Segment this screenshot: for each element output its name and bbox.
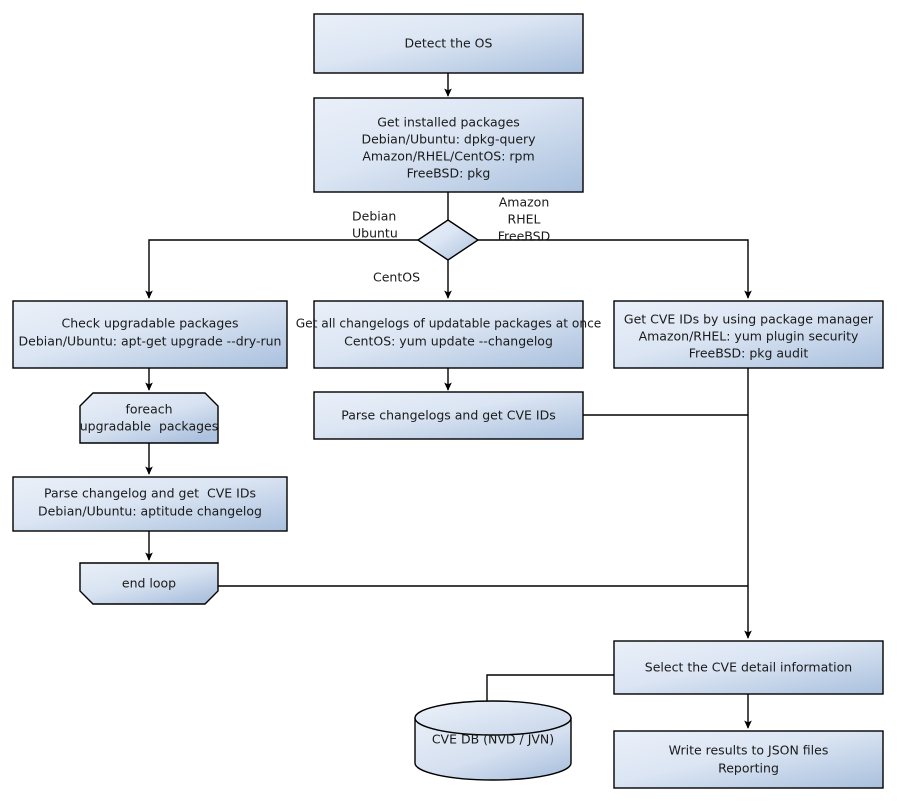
node-get-all-changelogs-label-0: Get all changelogs of updatable packages… <box>296 317 602 331</box>
node-cve-database-top[interactable] <box>414 700 572 736</box>
node-get-cve-ids-pkgmgr[interactable]: Get CVE IDs by using package manager Ama… <box>613 300 884 369</box>
node-foreach-loop-start-label-1: upgradable packages <box>80 419 219 434</box>
node-check-upgradable[interactable]: Check upgradable packages Debian/Ubuntu:… <box>12 300 288 369</box>
node-foreach-loop-start-shape[interactable] <box>79 392 219 444</box>
node-detect-os-label-0: Detect the OS <box>405 36 493 51</box>
node-cve-database[interactable]: CVE DB (NVD / JVN) <box>414 700 572 781</box>
edge-label-freebsd: FreeBSD <box>498 229 550 244</box>
node-os-decision[interactable] <box>416 219 480 261</box>
node-parse-changelog-single-label-1: Debian/Ubuntu: aptitude changelog <box>38 504 262 519</box>
node-check-upgradable-label-1: Debian/Ubuntu: apt-get upgrade --dry-run <box>19 334 282 349</box>
node-select-cve-detail[interactable]: Select the CVE detail information <box>613 640 884 695</box>
edge-decision-to-get-cve-ids <box>478 239 752 299</box>
edge-label-ubuntu: Ubuntu <box>352 226 398 241</box>
node-get-installed-packages-shape[interactable] <box>313 97 584 193</box>
node-write-results-label-1: Reporting <box>718 761 779 776</box>
edge-label-centos: CentOS <box>373 270 420 285</box>
node-cve-database-label-0: CVE DB (NVD / JVN) <box>432 732 554 747</box>
node-get-cve-ids-pkgmgr-label-1: Amazon/RHEL: yum plugin security <box>639 329 859 344</box>
node-detect-os[interactable]: Detect the OS <box>313 13 584 74</box>
node-foreach-loop-start[interactable]: foreach upgradable packages <box>79 392 219 444</box>
node-parse-changelogs-bulk[interactable]: Parse changelogs and get CVE IDs <box>313 391 584 440</box>
edge-select-cve-to-database <box>486 674 614 706</box>
edges-layer <box>145 73 752 729</box>
node-parse-changelog-single[interactable]: Parse changelog and get CVE IDs Debian/U… <box>12 476 288 532</box>
node-foreach-loop-start-label-0: foreach <box>125 402 172 417</box>
node-write-results[interactable]: Write results to JSON files Reporting <box>613 730 884 789</box>
edge-label-rhel: RHEL <box>508 212 541 227</box>
edge-decision-to-check-upgradable <box>145 239 418 299</box>
node-get-cve-ids-pkgmgr-label-2: FreeBSD: pkg audit <box>689 346 809 361</box>
node-write-results-shape[interactable] <box>613 730 884 789</box>
node-get-all-changelogs-shape[interactable] <box>313 300 584 369</box>
node-end-loop-label-0: end loop <box>122 576 176 591</box>
edge-label-amazon: Amazon <box>499 195 550 210</box>
node-end-loop-shape[interactable] <box>79 562 219 605</box>
node-get-installed-packages-label-0: Get installed packages <box>377 115 520 130</box>
node-os-decision-shape[interactable] <box>416 219 480 261</box>
node-detect-os-shape[interactable] <box>313 13 584 74</box>
node-parse-changelog-single-shape[interactable] <box>12 476 288 532</box>
node-parse-changelogs-bulk-shape[interactable] <box>313 391 584 440</box>
node-write-results-label-0: Write results to JSON files <box>669 743 829 758</box>
node-get-installed-packages-label-3: FreeBSD: pkg <box>407 166 491 181</box>
node-get-cve-ids-pkgmgr-shape[interactable] <box>613 300 884 369</box>
node-parse-changelogs-bulk-label-0: Parse changelogs and get CVE IDs <box>341 408 555 423</box>
node-get-installed-packages-label-2: Amazon/RHEL/CentOS: rpm <box>362 149 534 164</box>
node-cve-database-body[interactable] <box>414 717 572 781</box>
node-get-cve-ids-pkgmgr-label-0: Get CVE IDs by using package manager <box>624 312 874 327</box>
node-get-all-changelogs-label-1: CentOS: yum update --changelog <box>344 334 553 349</box>
node-check-upgradable-shape[interactable] <box>12 300 288 369</box>
node-check-upgradable-label-0: Check upgradable packages <box>62 316 239 331</box>
node-select-cve-detail-label-0: Select the CVE detail information <box>645 660 852 675</box>
node-get-all-changelogs[interactable]: Get all changelogs of updatable packages… <box>296 300 602 369</box>
node-get-installed-packages[interactable]: Get installed packages Debian/Ubuntu: dp… <box>313 97 584 193</box>
node-end-loop[interactable]: end loop <box>79 562 219 605</box>
edge-label-debian: Debian <box>352 209 396 224</box>
node-parse-changelog-single-label-0: Parse changelog and get CVE IDs <box>44 486 256 501</box>
node-get-installed-packages-label-1: Debian/Ubuntu: dpkg-query <box>361 132 536 147</box>
edge-labels-layer: Debian Ubuntu Amazon RHEL FreeBSD CentOS <box>352 195 550 285</box>
node-select-cve-detail-shape[interactable] <box>613 640 884 695</box>
